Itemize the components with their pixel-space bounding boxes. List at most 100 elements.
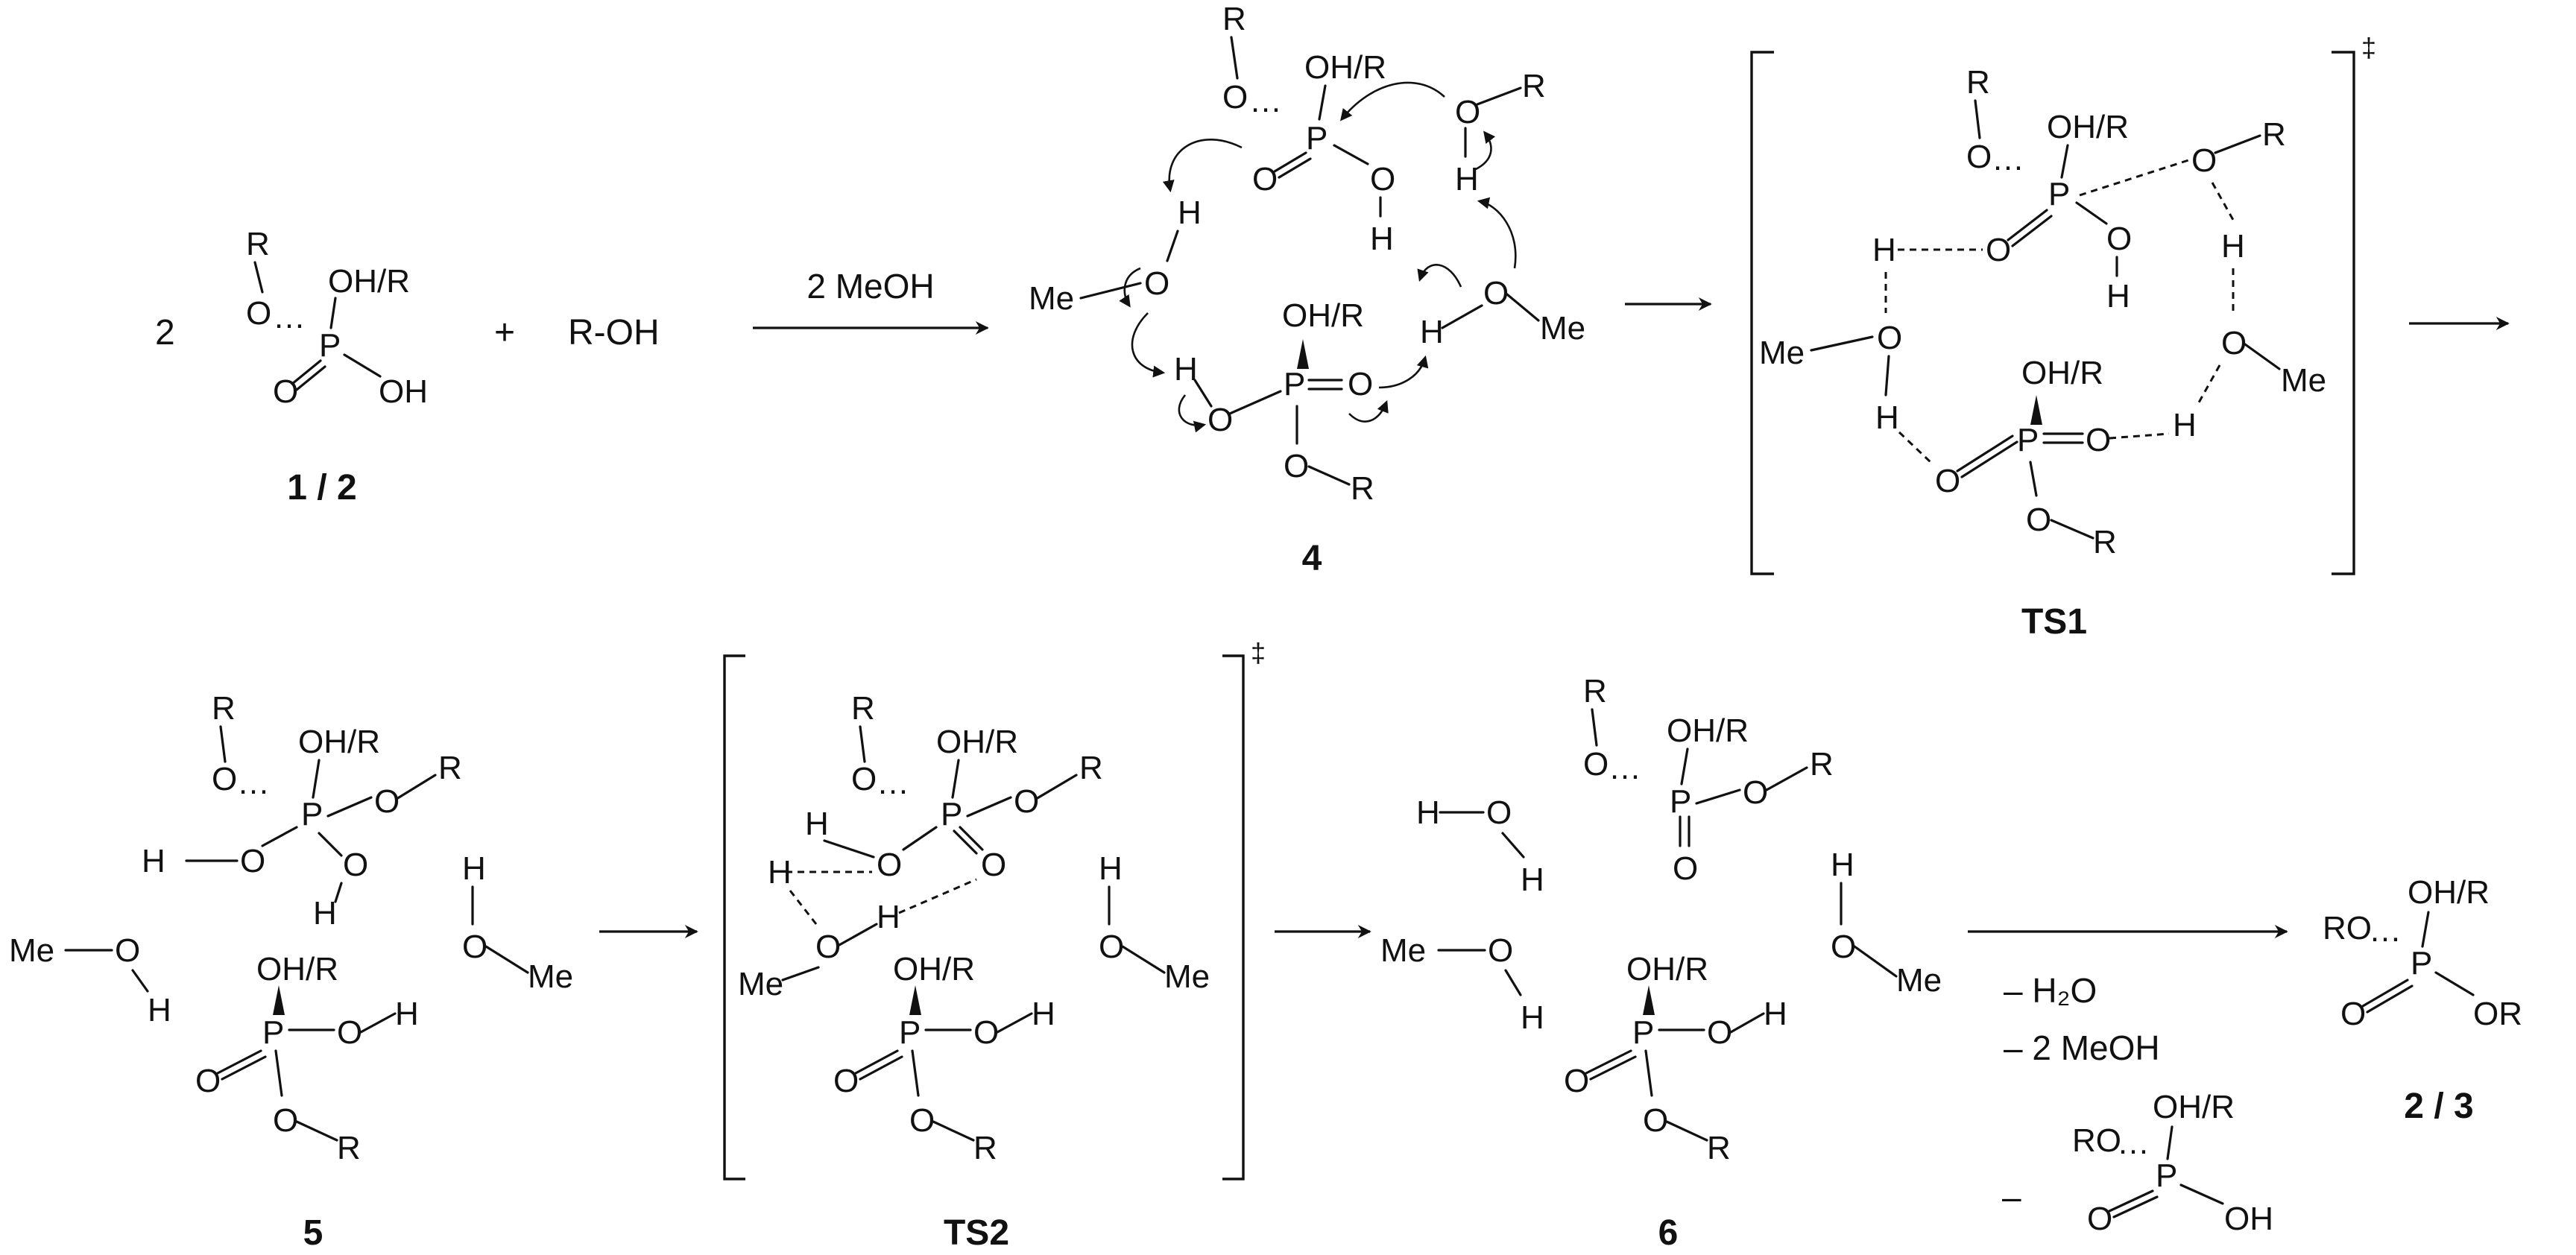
svg-text:O: O xyxy=(240,843,265,879)
svg-text:O: O xyxy=(2087,1201,2112,1237)
svg-text:H: H xyxy=(1420,314,1444,350)
dagger-ts1: ‡ xyxy=(2361,32,2376,63)
svg-text:…: … xyxy=(237,765,270,801)
svg-text:O: O xyxy=(2340,996,2366,1032)
svg-text:O: O xyxy=(337,1014,362,1051)
svg-text:O: O xyxy=(2191,142,2217,179)
svg-text:O: O xyxy=(2026,502,2051,538)
svg-text:OH: OH xyxy=(379,373,428,410)
svg-text:O: O xyxy=(2086,422,2111,458)
svg-text:…: … xyxy=(1992,141,2024,177)
svg-text:OH: OH xyxy=(2224,1201,2273,1237)
svg-text:OH/R: OH/R xyxy=(1282,297,1364,334)
svg-text:R: R xyxy=(1522,68,1546,104)
label-ts1: TS1 xyxy=(2021,602,2087,642)
svg-text:OH/R: OH/R xyxy=(2153,1089,2235,1125)
svg-text:O: O xyxy=(2221,325,2247,361)
svg-text:R: R xyxy=(851,690,875,727)
svg-text:O: O xyxy=(1348,366,1373,402)
svg-text:P: P xyxy=(1670,783,1691,820)
svg-text:O: O xyxy=(195,1063,221,1099)
dagger-ts2: ‡ xyxy=(1251,637,1266,668)
intermediate-5: R O … P OH/R O R O H O H H O Me Me O H P… xyxy=(9,690,573,1253)
svg-text:O: O xyxy=(1877,320,1902,356)
svg-text:O: O xyxy=(833,1063,859,1099)
svg-text:…: … xyxy=(877,765,909,801)
svg-text:P: P xyxy=(899,1014,921,1051)
svg-text:H: H xyxy=(1831,847,1854,883)
coefficient-2: 2 xyxy=(155,313,175,353)
svg-text:OH/R: OH/R xyxy=(298,724,380,760)
svg-text:H: H xyxy=(395,996,419,1032)
svg-text:P: P xyxy=(319,327,341,364)
svg-text:RO: RO xyxy=(2323,910,2372,946)
svg-text:O: O xyxy=(273,1102,298,1139)
svg-text:P: P xyxy=(2411,945,2432,981)
condition-minus-h2o: – H₂O xyxy=(2004,971,2097,1010)
svg-text:OH/R: OH/R xyxy=(2408,874,2490,911)
svg-text:O: O xyxy=(1370,161,1395,197)
svg-text:O: O xyxy=(1208,402,1233,438)
svg-text:P: P xyxy=(2048,176,2070,212)
svg-text:R: R xyxy=(246,226,270,262)
svg-text:R: R xyxy=(212,690,236,727)
svg-text:O: O xyxy=(1743,774,1768,811)
svg-text:H: H xyxy=(462,850,486,887)
svg-text:H: H xyxy=(877,899,900,935)
svg-text:O: O xyxy=(851,761,877,797)
svg-text:OH/R: OH/R xyxy=(1304,49,1386,86)
svg-text:H: H xyxy=(2173,407,2197,443)
svg-text:O: O xyxy=(1284,448,1309,484)
arrow-6: – H₂O – 2 MeOH – RO … P OH/R O OH xyxy=(1968,925,2288,1237)
svg-text:O: O xyxy=(815,929,841,965)
svg-text:H: H xyxy=(2221,228,2245,265)
svg-text:Me: Me xyxy=(738,966,783,1002)
svg-text:Me: Me xyxy=(1896,962,1942,999)
svg-text:OH/R: OH/R xyxy=(893,951,975,987)
svg-text:R: R xyxy=(1810,746,1834,783)
svg-text:Me: Me xyxy=(1029,280,1074,317)
svg-text:R: R xyxy=(1222,1,1246,37)
svg-text:O: O xyxy=(1643,1102,1668,1139)
label-6: 6 xyxy=(1658,1213,1679,1253)
intermediate-6: R O … P OH/R O R O H O H H O Me Me O H P… xyxy=(1380,673,1942,1253)
svg-text:OH/R: OH/R xyxy=(936,724,1018,760)
svg-text:H: H xyxy=(1764,996,1787,1032)
svg-text:O: O xyxy=(909,1102,935,1139)
svg-text:H: H xyxy=(2106,278,2130,314)
svg-text:OH/R: OH/R xyxy=(2021,355,2103,391)
svg-text:H: H xyxy=(805,806,829,842)
condition-minus-sign: – xyxy=(2002,1177,2021,1216)
svg-text:Me: Me xyxy=(1164,958,1210,995)
svg-text:H: H xyxy=(1872,232,1896,268)
svg-text:R: R xyxy=(1351,470,1374,507)
svg-text:O: O xyxy=(2106,221,2132,257)
svg-text:H: H xyxy=(1178,195,1202,231)
svg-text:O: O xyxy=(246,295,271,332)
svg-text:O: O xyxy=(1673,850,1698,887)
svg-text:O: O xyxy=(1707,1014,1732,1051)
svg-text:R: R xyxy=(2262,116,2286,153)
intermediate-4: R O … P OH/R O O H O R H H O Me O Me H P… xyxy=(1029,1,1585,578)
svg-text:O: O xyxy=(1486,794,1512,831)
svg-text:Me: Me xyxy=(1540,310,1585,347)
svg-text:O: O xyxy=(115,932,140,969)
svg-text:R: R xyxy=(973,1130,997,1166)
label-1-2: 1 / 2 xyxy=(287,468,356,508)
svg-text:O: O xyxy=(462,929,487,965)
svg-text:P: P xyxy=(262,1014,284,1051)
svg-text:R: R xyxy=(1079,750,1103,786)
svg-text:O: O xyxy=(1564,1063,1589,1099)
svg-text:O: O xyxy=(1144,265,1169,302)
svg-text:O: O xyxy=(877,847,902,883)
svg-text:Me: Me xyxy=(1380,932,1426,969)
svg-text:R: R xyxy=(337,1130,361,1166)
svg-text:Me: Me xyxy=(528,958,573,995)
arrow-1: 2 MeOH xyxy=(753,267,989,335)
svg-text:OR: OR xyxy=(2473,996,2522,1032)
label-2-3: 2 / 3 xyxy=(2404,1087,2473,1126)
reactant-1-2: 2 R O … P OH/R O OH + R-OH 1 / 2 xyxy=(155,226,660,508)
svg-text:Me: Me xyxy=(9,932,54,969)
svg-text:O: O xyxy=(1014,783,1039,820)
